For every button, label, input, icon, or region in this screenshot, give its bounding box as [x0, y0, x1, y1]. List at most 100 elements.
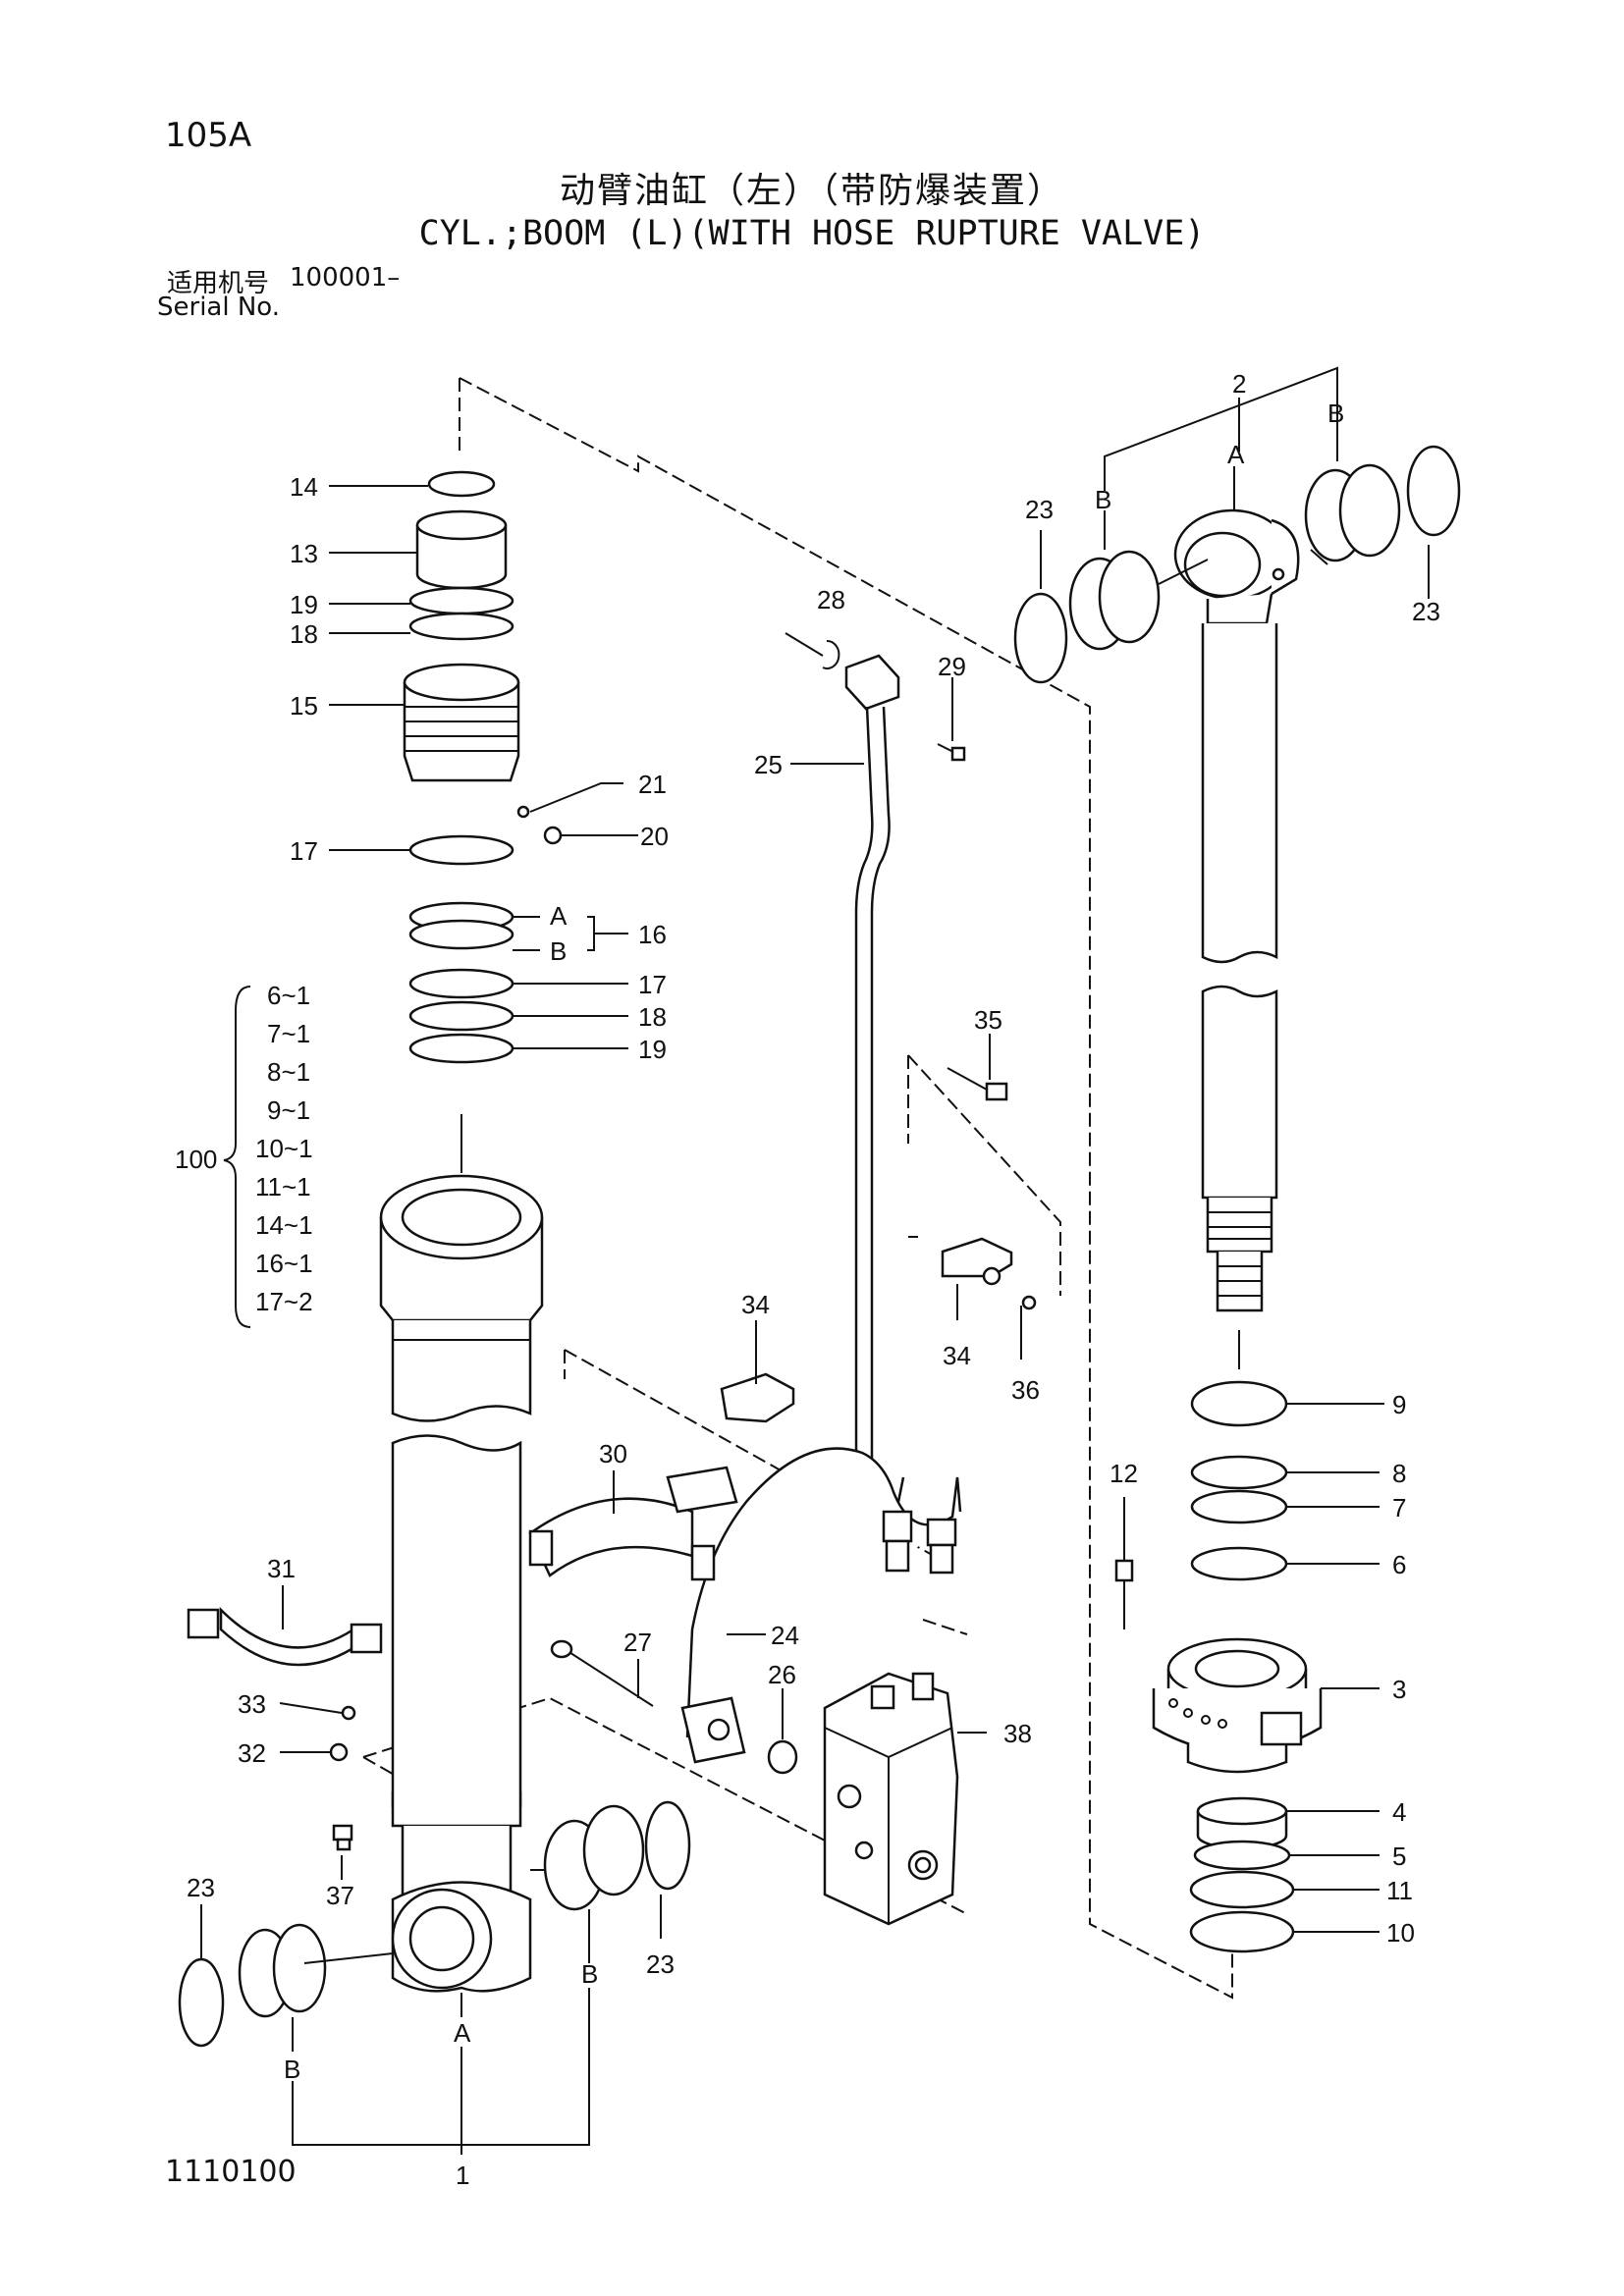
callout-30: 30	[599, 1439, 627, 1468]
group-100-item: 14~1	[255, 1210, 313, 1240]
bottom-bushing-right	[543, 1800, 691, 1911]
left-column-parts	[178, 470, 691, 2048]
callout-37: 37	[326, 1881, 354, 1910]
callout-33: 33	[238, 1689, 266, 1719]
callout-26: 26	[768, 1660, 796, 1689]
callout-B1: B	[284, 2055, 300, 2084]
callout-A2: A	[1227, 440, 1245, 469]
part-34-clamp-right	[941, 1237, 1013, 1286]
callout-6: 6	[1392, 1550, 1406, 1579]
group-100-item: 11~1	[255, 1172, 311, 1201]
part-38-hose-rupture-valve	[823, 1672, 959, 1926]
part-17-oring	[408, 834, 514, 866]
callout-13: 13	[290, 539, 318, 568]
part-19-ring-b	[408, 1033, 514, 1064]
group-100-item: 10~1	[255, 1134, 313, 1163]
group-100-label: 100	[175, 1145, 217, 1174]
pipe-end-fittings	[882, 1510, 957, 1575]
part-6-ring	[1190, 1546, 1288, 1581]
part-28-oring	[822, 639, 840, 669]
callout-17: 17	[290, 836, 318, 866]
figure-code: 1110100	[165, 2155, 297, 2189]
callout-B2: B	[581, 1959, 598, 1989]
callout-labels: 14 13 19 18 15 21 20 17 A B 16 17 18 19 …	[187, 369, 1440, 2190]
part-16B-ring	[408, 919, 514, 950]
part-29-bolt	[937, 743, 966, 762]
serial-value: 100001–	[290, 263, 401, 293]
part-13-bushing	[415, 509, 508, 590]
callout-2: 2	[1232, 369, 1246, 399]
cylinder-tube-upper	[379, 1174, 544, 1422]
callout-19b: 19	[638, 1035, 667, 1064]
callout-32: 32	[238, 1738, 266, 1768]
callout-15: 15	[290, 691, 318, 721]
part-15-cylinder-head	[403, 663, 520, 782]
group-100-item: 6~1	[267, 981, 310, 1010]
callout-24: 24	[771, 1621, 799, 1650]
page-number: 105A	[165, 116, 252, 155]
part-32-screw	[329, 1742, 349, 1762]
part-36-washer	[1021, 1295, 1037, 1310]
callout-10: 10	[1386, 1918, 1415, 1948]
part-18-ring	[408, 612, 514, 641]
callout-35: 35	[974, 1005, 1002, 1035]
callout-7: 7	[1392, 1493, 1406, 1522]
callout-27: 27	[623, 1628, 652, 1657]
part-7-ring	[1190, 1489, 1288, 1524]
rod-bushing-left	[1068, 550, 1161, 651]
callout-23c: 23	[1025, 495, 1054, 524]
callout-16B: B	[550, 936, 567, 966]
part-37-grease-fitting	[332, 1824, 353, 1851]
callout-3: 3	[1392, 1675, 1406, 1704]
callout-23b: 23	[646, 1949, 675, 1979]
callout-4: 4	[1392, 1797, 1406, 1827]
callout-16A: A	[550, 901, 568, 931]
callout-B4: B	[1327, 399, 1344, 428]
callout-23d: 23	[1412, 597, 1440, 626]
callout-14: 14	[290, 472, 318, 502]
part-30-clamp	[528, 1466, 738, 1581]
serial-label-english: Serial No.	[157, 293, 280, 322]
part-11-ring	[1189, 1870, 1295, 1909]
part-23-ring-tr	[1406, 445, 1461, 537]
callout-B3: B	[1095, 485, 1111, 514]
callout-25: 25	[754, 750, 783, 779]
callout-38: 38	[1003, 1719, 1032, 1748]
piston-rod	[1201, 623, 1278, 1312]
callout-21: 21	[638, 770, 667, 799]
rod-eye	[1173, 508, 1300, 625]
part-8-ring	[1190, 1455, 1288, 1490]
callout-23a: 23	[187, 1873, 215, 1902]
part-14-ring	[427, 470, 496, 498]
part-18-ring-b	[408, 1000, 514, 1032]
callout-12: 12	[1110, 1459, 1138, 1488]
part-4-ring	[1196, 1796, 1288, 1850]
group-100-item: 9~1	[267, 1095, 310, 1125]
callout-29: 29	[938, 652, 966, 681]
part-24-flange	[680, 1696, 746, 1764]
center-parts	[187, 639, 1037, 1926]
part-3-piston	[1152, 1637, 1323, 1774]
callout-19: 19	[290, 590, 318, 619]
callout-18b: 18	[638, 1002, 667, 1032]
callout-34b: 34	[943, 1341, 971, 1370]
group-100-item: 7~1	[267, 1019, 310, 1048]
callout-1: 1	[456, 2161, 469, 2190]
title-chinese: 动臂油缸（左）（带防爆装置）	[559, 171, 1064, 211]
part-20-screw	[543, 826, 563, 845]
title-english: CYL.;BOOM (L)(WITH HOSE RUPTURE VALVE)	[418, 214, 1206, 253]
callout-28: 28	[817, 585, 845, 614]
part-26-oring	[767, 1739, 798, 1775]
part-5-ring	[1193, 1840, 1291, 1871]
rod-bushing-right	[1304, 463, 1401, 562]
group-100-item: 17~2	[255, 1287, 313, 1316]
part-31-clamp	[187, 1606, 383, 1667]
callout-17b: 17	[638, 970, 667, 999]
callout-8: 8	[1392, 1459, 1406, 1488]
part-21-ball	[516, 805, 530, 819]
part-19-ring	[408, 586, 514, 615]
callout-9: 9	[1392, 1390, 1406, 1419]
group-100: 100 6~1 7~1 8~1 9~1 10~1 11~1 14~1 16~1 …	[175, 981, 313, 1328]
right-column-parts	[1013, 445, 1461, 1953]
cylinder-tube-lower	[391, 1434, 532, 1993]
